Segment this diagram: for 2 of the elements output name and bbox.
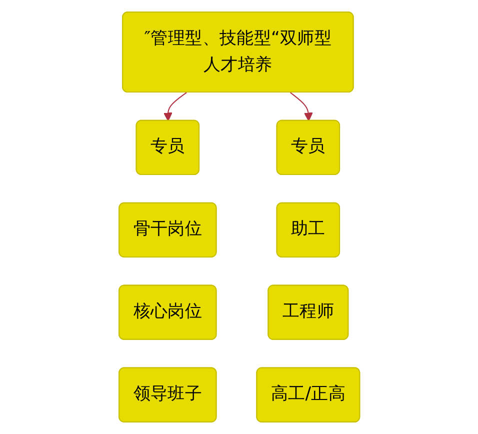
arrow <box>163 92 186 122</box>
arrow <box>290 92 312 122</box>
